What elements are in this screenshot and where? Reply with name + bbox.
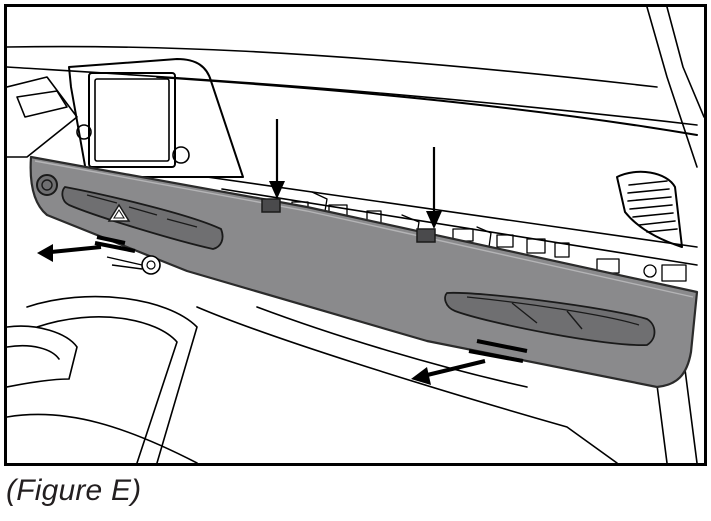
console-shift xyxy=(7,325,78,388)
glovebox-outline xyxy=(196,306,618,463)
hazard-button-icon xyxy=(107,203,131,222)
upper-dash-line xyxy=(7,66,698,126)
bolt-icon xyxy=(106,255,161,275)
pull-direction-arrow-icon xyxy=(37,235,136,262)
console-shift-inner xyxy=(7,344,60,360)
windshield-line xyxy=(7,45,658,88)
infotainment-screen xyxy=(68,58,244,178)
a-pillar-right xyxy=(646,7,698,168)
figure-frame xyxy=(4,4,707,466)
down-arrow-icon xyxy=(426,147,442,229)
right-vent-recess xyxy=(444,291,656,346)
floor-line xyxy=(7,413,198,463)
panel-clip-right xyxy=(416,228,436,243)
figure-caption: (Figure E) xyxy=(6,474,142,507)
dash-structure-line xyxy=(206,176,698,248)
left-pillar xyxy=(7,76,78,158)
left-vent-outline xyxy=(16,90,68,118)
dash-top-edge xyxy=(156,76,698,136)
panel-clip-left xyxy=(261,198,281,213)
dash-trim-panel xyxy=(29,155,699,389)
center-console xyxy=(26,295,198,463)
down-arrow-icon xyxy=(269,119,285,199)
center-console-inner xyxy=(36,316,178,463)
glovebox-inner xyxy=(256,306,528,388)
start-button xyxy=(36,174,58,196)
dashboard-illustration xyxy=(7,7,704,463)
pull-direction-arrow-icon xyxy=(411,339,528,385)
a-pillar-right-inner xyxy=(666,7,704,118)
left-switch-bank xyxy=(61,186,224,250)
right-air-vent xyxy=(616,170,683,248)
